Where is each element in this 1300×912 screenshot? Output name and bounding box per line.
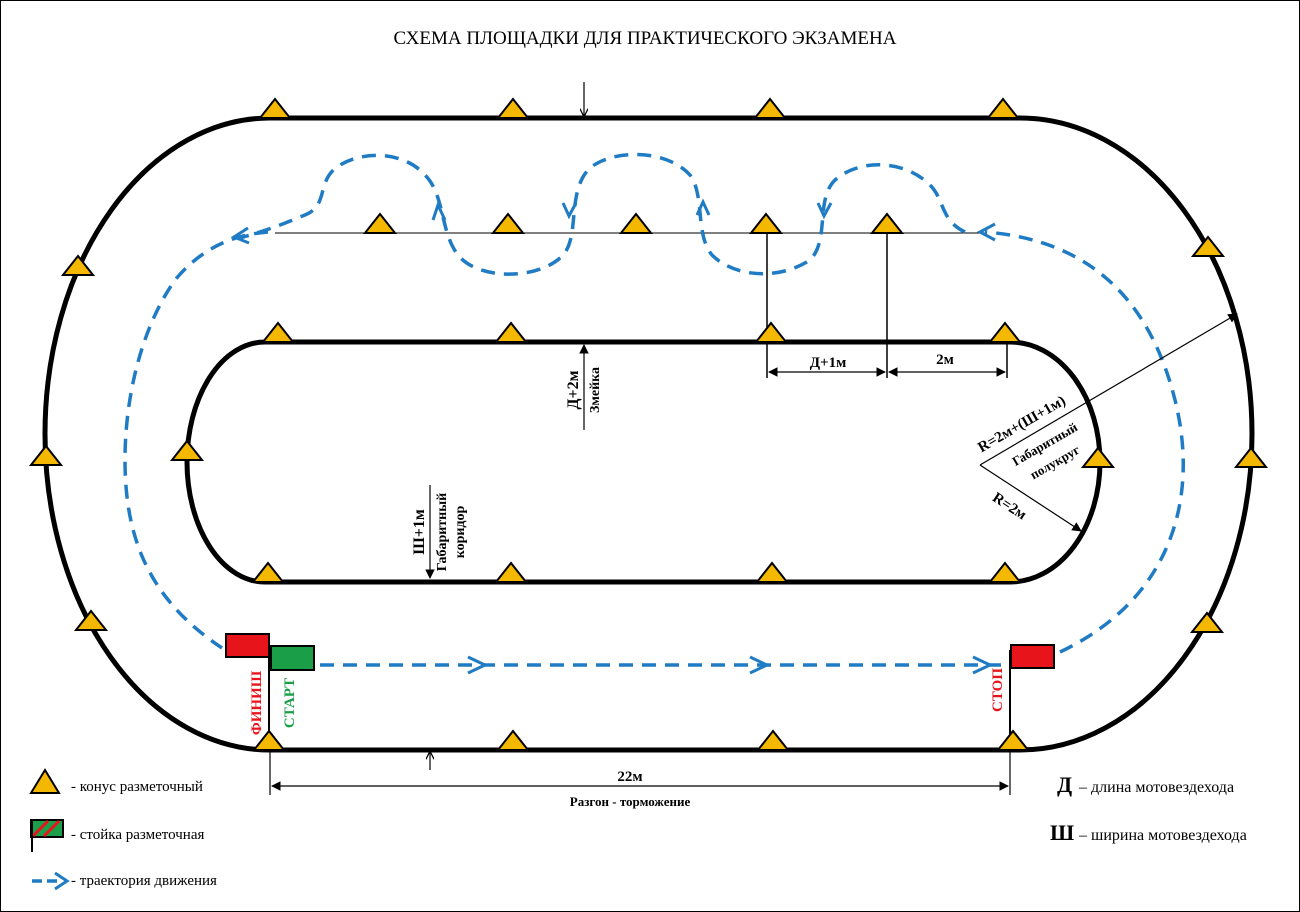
label-start: СТАРТ — [282, 678, 298, 728]
cone-icon — [493, 561, 529, 583]
trajectory-arrowhead — [467, 655, 489, 675]
label-radius-inner: R=2м — [989, 490, 1029, 524]
legend-w-text: – ширина мотовездехода — [1078, 827, 1247, 844]
cone-icon — [490, 212, 526, 234]
label-22m: 22м — [617, 769, 642, 785]
cone-icon — [169, 439, 205, 461]
start-flag — [270, 645, 315, 671]
label-accel-brake: Разгон - торможение — [570, 794, 691, 809]
trajectory-arrowhead — [749, 655, 771, 675]
cone-icon — [752, 97, 788, 119]
label-corridor-name-2: коридор — [453, 505, 468, 558]
cone-icon — [987, 321, 1023, 343]
legend-trajectory-text: - траектория движения — [71, 873, 217, 889]
cone-icon — [755, 729, 791, 751]
cone-icon — [987, 561, 1023, 583]
cone-icon — [748, 212, 784, 234]
label-corridor-dim: Ш+1м — [411, 509, 428, 555]
label-stop: СТОП — [990, 668, 1006, 712]
cone-icon — [869, 212, 905, 234]
cone-icon — [995, 729, 1031, 751]
label-finish: ФИНИШ — [249, 670, 265, 735]
legend-d-text: – длина мотовездехода — [1078, 779, 1234, 796]
legend-cone-text: - конус разметочный — [71, 779, 203, 795]
trajectory-arrowhead — [972, 655, 994, 675]
trajectory-arrowhead — [431, 200, 447, 221]
trajectory-arrowhead — [695, 198, 711, 216]
trajectory-arrowhead — [816, 202, 833, 220]
stop-flag — [1010, 644, 1055, 669]
cone-icon — [1233, 446, 1269, 468]
radius-inner-arrow — [979, 464, 1082, 532]
cone-icon — [60, 254, 96, 276]
label-snake-dim: Д+2м — [565, 370, 582, 409]
trajectory-snake — [239, 152, 966, 276]
cone-icon — [495, 97, 531, 119]
cones-group — [28, 97, 1269, 751]
cone-icon — [985, 97, 1021, 119]
cone-icon — [495, 729, 531, 751]
radius-outer-arrow — [979, 313, 1238, 466]
cone-icon — [250, 561, 286, 583]
cone-icon — [28, 444, 64, 466]
legend: - конус разметочный - стойка разметочная… — [29, 768, 1247, 891]
cone-icon — [257, 97, 293, 119]
cone-icon — [251, 729, 287, 751]
cone-icon — [1190, 235, 1226, 257]
trajectory-loop — [123, 230, 1185, 667]
label-2m: 2м — [936, 352, 954, 368]
legend-d-letter: Д — [1057, 772, 1072, 797]
inner-island-boundary — [184, 339, 1103, 585]
label-snake-name: Змейка — [588, 367, 603, 413]
trajectory-arrowhead — [976, 222, 996, 242]
cone-icon — [1189, 611, 1225, 633]
cone-icon — [754, 561, 790, 583]
dashed-arrow-icon — [32, 871, 70, 891]
page-title: СХЕМА ПЛОЩАДКИ ДЛЯ ПРАКТИЧЕСКОГО ЭКЗАМЕН… — [394, 28, 897, 49]
finish-flag — [225, 633, 270, 658]
cone-icon — [618, 212, 654, 234]
cone-icon — [1080, 446, 1116, 468]
legend-w-letter: Ш — [1050, 820, 1074, 845]
label-d-plus-1m: Д+1м — [810, 355, 847, 371]
post-icon — [30, 819, 64, 852]
cone-icon — [29, 768, 61, 794]
legend-post-text: - стойка разметочная — [71, 827, 204, 843]
trajectory-arrowhead — [230, 226, 250, 245]
cone-icon — [73, 609, 109, 631]
trajectory-arrowhead — [561, 202, 578, 220]
cone-icon — [260, 321, 296, 343]
cone-icon — [362, 212, 398, 234]
cone-icon — [493, 321, 529, 343]
cone-icon — [753, 321, 789, 343]
label-corridor-name-1: Габаритный — [435, 493, 450, 571]
